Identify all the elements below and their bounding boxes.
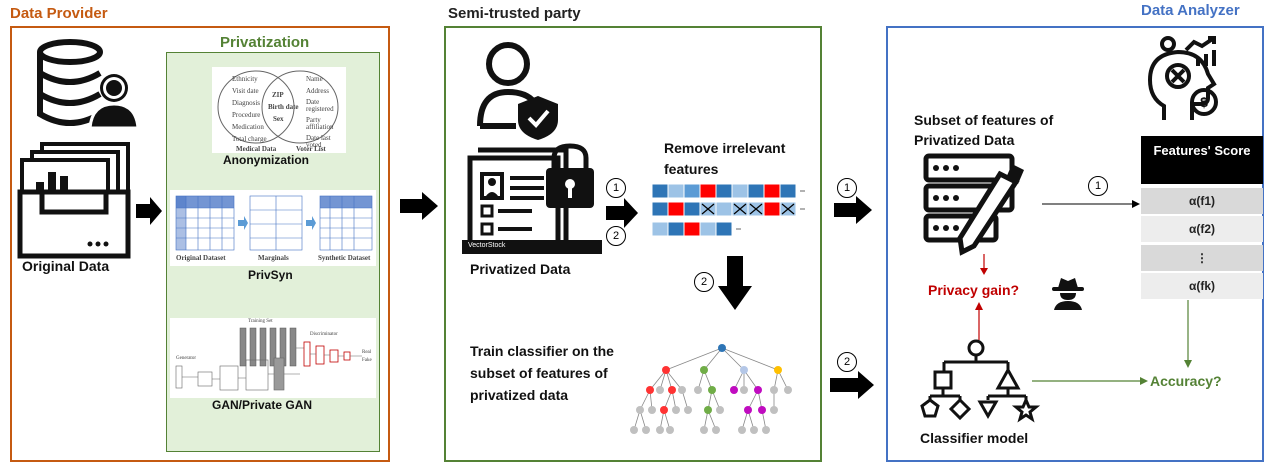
red-arrow-up-to-privacy — [975, 302, 983, 340]
arrow-semi-to-analyzer-1 — [834, 196, 872, 224]
step-2-badge-to-analyzer: 2 — [837, 352, 857, 372]
step-1-badge-semi: 1 — [606, 178, 626, 198]
accuracy-label: Accuracy? — [1150, 373, 1222, 389]
privacy-gain-label: Privacy gain? — [928, 282, 1020, 298]
feature-selection-bars — [651, 183, 805, 237]
gan-figure: Training Set Discriminator Generator Rea… — [170, 318, 376, 398]
remove-irrelevant-features-label: Remove irrelevant features — [664, 140, 786, 177]
analytics-head-icon: $ — [1147, 36, 1218, 120]
arrow-provider-to-privatization — [136, 197, 162, 225]
arrow-server-to-scores — [1042, 200, 1140, 208]
privatized-data-label: Privatized Data — [470, 261, 571, 277]
semi-trusted-panel — [444, 26, 822, 462]
privsyn-figure: Original Dataset Marginals Synthetic Dat… — [170, 190, 376, 266]
arrow-provider-to-semi — [400, 192, 438, 220]
privatization-title: Privatization — [220, 34, 310, 51]
anonymization-venn-figure: Ethnicity Visit date Diagnosis Procedure… — [212, 67, 346, 153]
privsyn-label: PrivSyn — [248, 268, 293, 282]
semi-trusted-title: Semi-trusted party — [448, 5, 581, 22]
score-row-ellipsis: ⋮ — [1141, 245, 1263, 271]
file-box-icon — [17, 142, 131, 259]
arrow-semi-to-analyzer-2 — [830, 371, 874, 399]
gan-label: GAN/Private GAN — [212, 398, 313, 412]
original-data-label: Original Data — [22, 258, 110, 274]
green-arrow-to-accuracy — [1032, 377, 1148, 385]
arrow-down-features-to-tree — [718, 256, 752, 310]
data-analyzer-title: Data Analyzer — [1141, 2, 1240, 19]
server-pen-icon — [923, 153, 1024, 256]
spy-icon — [1052, 278, 1084, 310]
data-provider-title: Data Provider — [10, 5, 108, 22]
privatized-document-lock-icon — [462, 143, 602, 254]
data-provider-panel — [10, 26, 390, 462]
data-analyzer-panel — [886, 26, 1264, 462]
vectorstock-watermark: VectorStock — [468, 242, 506, 249]
score-row-f1: α(f1) — [1141, 188, 1263, 214]
subset-features-label: Subset of features of Privatized Data — [914, 112, 1054, 148]
step-2-badge-down: 2 — [694, 272, 714, 292]
database-user-icon — [37, 39, 140, 130]
features-score-header — [1141, 136, 1263, 184]
step-1-badge-scores: 1 — [1088, 176, 1108, 196]
user-shield-icon — [477, 42, 558, 140]
arrow-privatized-to-features — [606, 198, 638, 228]
classifier-model-label: Classifier model — [920, 430, 1029, 446]
red-arrow-down-to-privacy — [980, 254, 988, 275]
decision-tree-graphic — [630, 344, 792, 434]
step-2-badge-semi: 2 — [606, 226, 626, 246]
step-1-badge-to-analyzer: 1 — [837, 178, 857, 198]
score-row-f2: α(f2) — [1141, 216, 1263, 242]
green-arrow-scores-to-accuracy — [1184, 300, 1192, 368]
score-row-fk: α(fk) — [1141, 273, 1263, 299]
train-classifier-label: Train classifier on the subset of featur… — [470, 343, 614, 403]
features-score-header-text: Features' Score — [1153, 143, 1251, 158]
svg-text:$: $ — [1200, 94, 1208, 110]
anonymization-label: Anonymization — [223, 153, 309, 167]
classifier-model-icon — [920, 339, 1041, 423]
